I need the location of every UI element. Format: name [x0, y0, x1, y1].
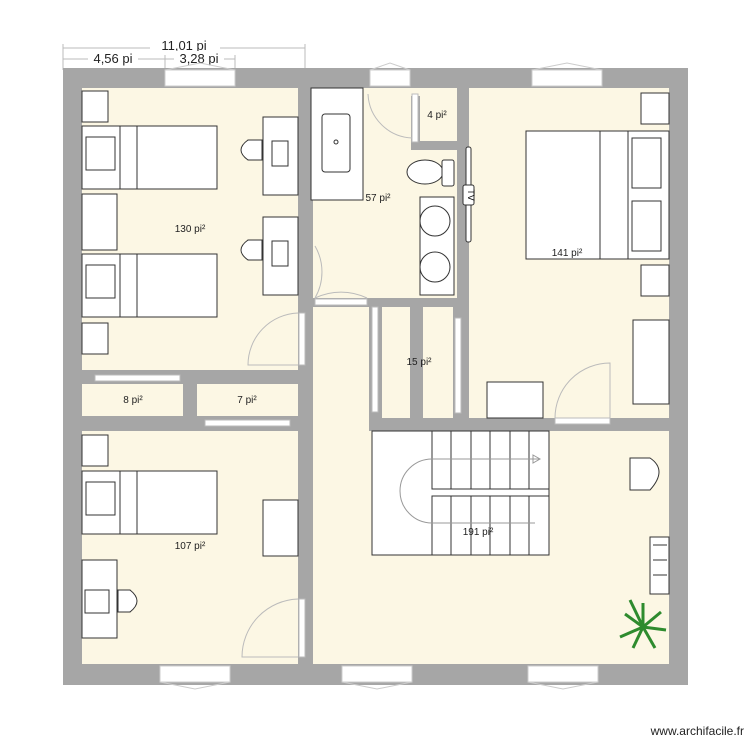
doors[interactable] — [94, 93, 611, 658]
watermark: www.archifacile.fr — [650, 724, 744, 738]
room-area-bathroom: 57 pi² — [365, 193, 391, 204]
room-area-storage-2: 7 pi² — [237, 395, 257, 406]
room-area-closets: 15 pi² — [406, 357, 432, 368]
floor-storage-1 — [82, 384, 183, 416]
floor-bathroom-lower — [313, 88, 457, 96]
bedroom-2-furniture — [81, 434, 299, 639]
window-sills — [159, 62, 603, 690]
room-area-bedroom-master: 141 pi² — [552, 248, 583, 259]
room-area-bedroom-1: 130 pi² — [175, 224, 206, 235]
floor-closet-a — [382, 307, 410, 418]
floor-storage-2 — [197, 384, 298, 416]
master-bedroom-furniture — [486, 92, 670, 419]
room-area-hall: 191 pi² — [463, 527, 494, 538]
room-area-closet-small: 4 pi² — [427, 110, 447, 121]
wardrobe — [632, 319, 670, 405]
floor-bedroom-2 — [82, 431, 298, 664]
nightstand — [640, 92, 670, 125]
floor-closet-b — [423, 307, 453, 418]
room-area-bedroom-2: 107 pi² — [175, 541, 206, 552]
dimension-left: 4,56 pi — [93, 51, 132, 66]
staircase — [371, 430, 550, 556]
room-area-storage-1: 8 pi² — [123, 395, 143, 406]
nightstand — [81, 322, 109, 355]
floor-closet-small — [420, 88, 457, 141]
armchair — [629, 457, 660, 491]
toilet — [406, 159, 444, 185]
bench — [486, 381, 544, 419]
dresser — [262, 499, 299, 557]
plant-icon — [619, 599, 667, 649]
dimension-total: 11,01 pi — [161, 38, 206, 53]
hall-furniture — [629, 457, 670, 595]
nightstand — [81, 90, 109, 123]
nightstand — [81, 434, 109, 467]
nightstand — [640, 264, 670, 297]
tv-label: TV — [466, 189, 476, 201]
bathroom-fixtures — [310, 87, 475, 296]
bedroom-1-furniture — [81, 90, 299, 355]
dimension-window: 3,28 pi — [179, 51, 218, 66]
bookshelf — [649, 536, 670, 595]
windows — [159, 69, 603, 683]
dresser — [81, 193, 118, 251]
